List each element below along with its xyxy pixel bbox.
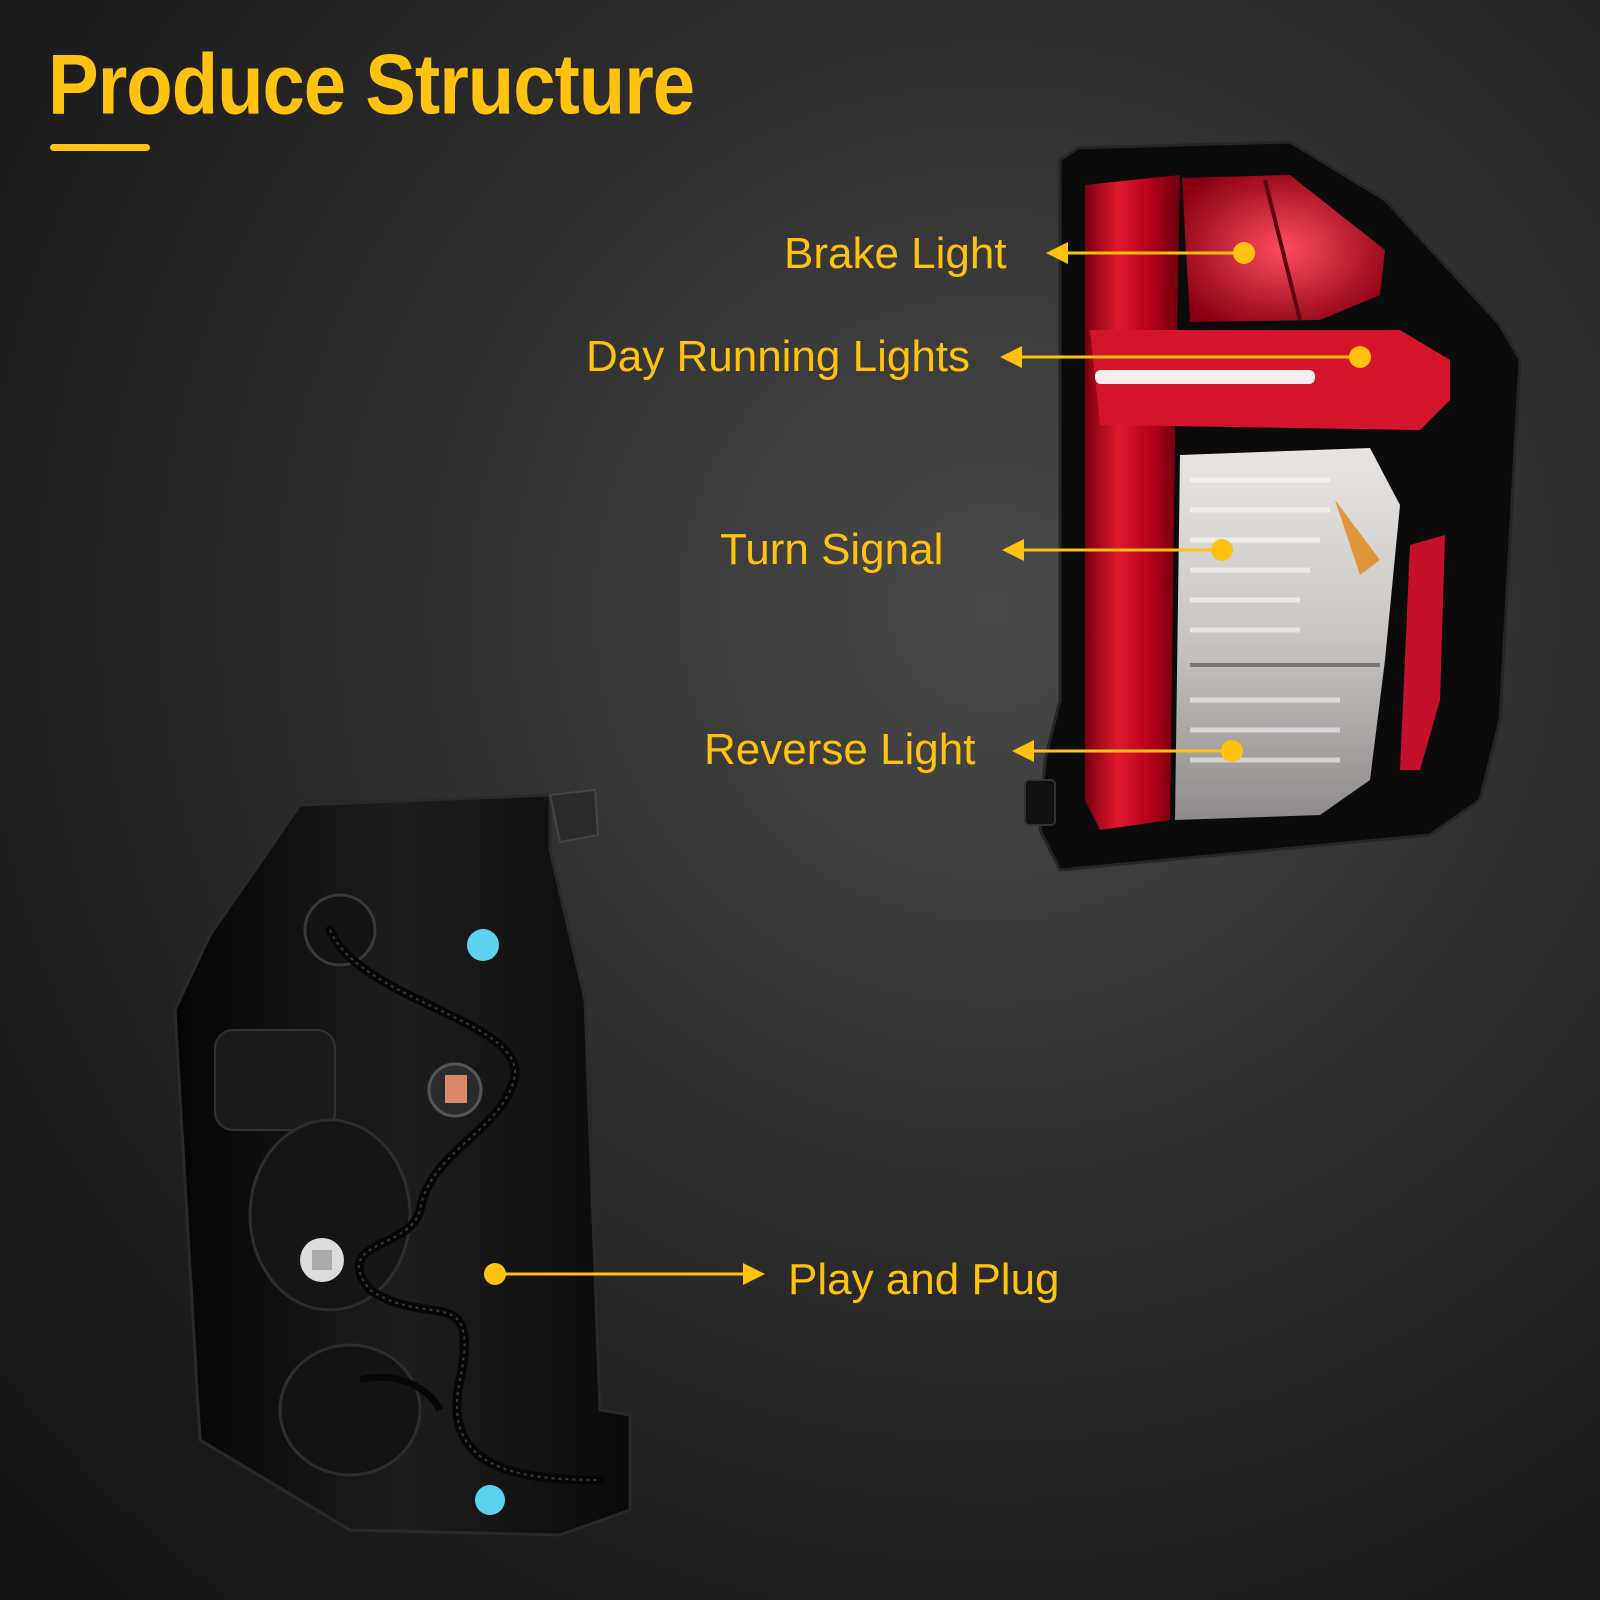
label-brake-light: Brake Light xyxy=(784,229,1007,278)
back-housing xyxy=(173,793,632,1537)
callout-turn-signal xyxy=(1002,539,1233,561)
label-day-running-lights: Day Running Lights xyxy=(586,332,971,381)
tail-light-back-view xyxy=(173,788,632,1537)
callout-reverse-light xyxy=(1012,740,1243,762)
callout-play-and-plug xyxy=(484,1263,765,1285)
tail-light-front-view xyxy=(1024,140,1522,872)
side-reflector xyxy=(1400,535,1445,770)
clear-lens xyxy=(1175,448,1400,820)
label-turn-signal: Turn Signal xyxy=(720,525,944,574)
grommet-lower xyxy=(475,1485,505,1515)
callout-day-running-lights xyxy=(1000,346,1371,368)
callout-brake-light xyxy=(1046,242,1255,264)
title-underline xyxy=(50,144,150,151)
page-title: Produce Structure xyxy=(48,37,695,133)
label-play-and-plug: Play and Plug xyxy=(788,1255,1060,1304)
red-lens-vertical xyxy=(1085,175,1180,830)
drl-light-strip xyxy=(1095,370,1315,384)
label-reverse-light: Reverse Light xyxy=(704,725,976,774)
grommet-upper xyxy=(467,929,499,961)
